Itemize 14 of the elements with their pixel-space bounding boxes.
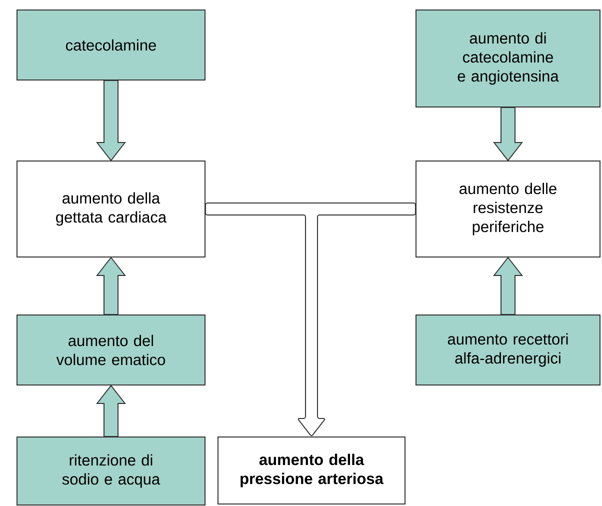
effect-box: aumento della gettata cardiaca — [16, 160, 206, 258]
block-arrow — [492, 256, 524, 315]
block-arrow — [96, 256, 126, 315]
result-box: aumento della pressione arteriosa — [218, 436, 406, 504]
cause-box: aumento recettori alfa-adrenergici — [416, 314, 600, 386]
cause-box: aumento del volume ematico — [16, 314, 206, 386]
effect-box: aumento delle resistenze periferiche — [416, 160, 600, 258]
cause-box: aumento di catecolamine e angiotensina — [416, 10, 600, 108]
merging-arrow — [205, 202, 416, 436]
block-arrow — [492, 107, 524, 162]
block-arrow — [96, 384, 126, 437]
cause-box: catecolamine — [16, 10, 206, 80]
block-arrow — [96, 80, 126, 162]
cause-box: ritenzione di sodio e acqua — [16, 436, 206, 506]
